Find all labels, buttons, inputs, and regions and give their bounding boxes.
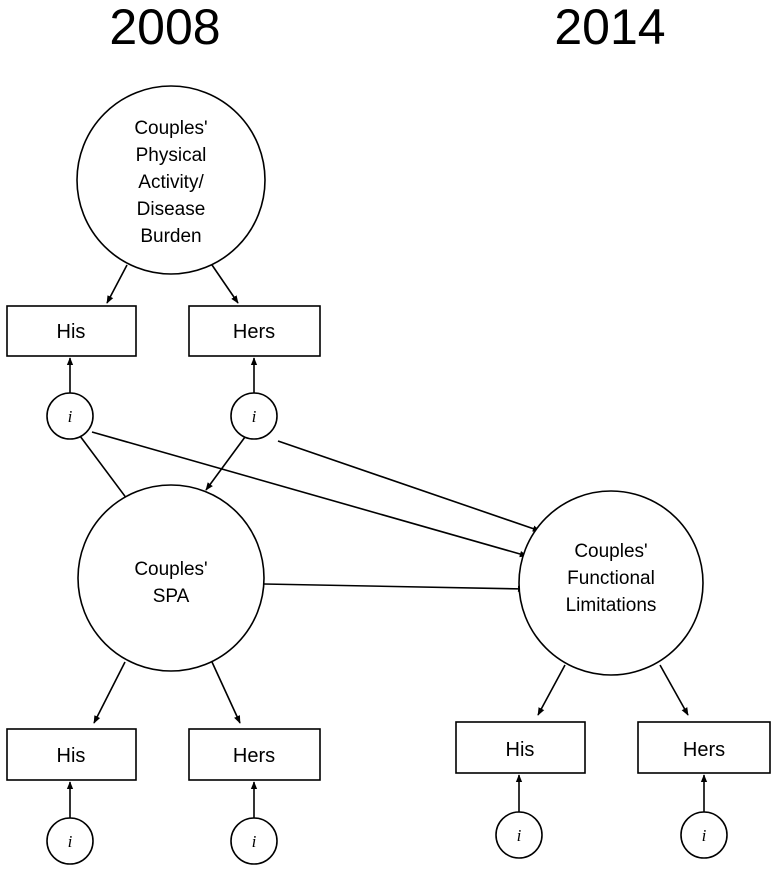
latent-label-line: Couples': [134, 559, 207, 580]
latent-label-line: Limitations: [566, 595, 657, 616]
latent-spa: Couples' SPA: [77, 484, 265, 672]
latent-label-line: Functional: [567, 568, 655, 589]
latent-functional-limitations: Couples' Functional Limitations: [518, 490, 704, 676]
indicator-label: Hers: [233, 745, 275, 767]
latent-label-line: Activity/: [138, 172, 204, 193]
latent-label-line: Burden: [140, 226, 201, 247]
indicator-spa-hers: Hers: [188, 728, 321, 781]
error-term-spa-his: i: [46, 817, 94, 865]
edge-spa-to-hers: [211, 661, 241, 724]
latent-label-line: Couples': [574, 541, 647, 562]
latent-label-line: Disease: [137, 199, 206, 220]
error-term-fl-hers: i: [680, 811, 728, 859]
indicator-label: Hers: [233, 321, 275, 343]
edge-spa-to-fl: [263, 583, 526, 593]
error-label: i: [252, 832, 257, 851]
edge-fl-to-his: [537, 664, 566, 716]
indicator-label: Hers: [683, 739, 725, 761]
indicator-fl-hers: Hers: [637, 721, 771, 774]
indicator-pa-his: His: [6, 305, 137, 357]
latent-label-line: Physical: [136, 145, 207, 166]
edge-fl-to-hers: [659, 664, 689, 716]
edge-err-hers-to-fl: [277, 440, 541, 532]
indicator-label: His: [57, 745, 86, 767]
error-term-spa-hers: i: [230, 817, 278, 865]
latent-physical-activity-disease-burden: Couples' Physical Activity/ Disease Burd…: [76, 85, 266, 275]
error-label: i: [252, 407, 257, 426]
error-term-pa-hers: i: [230, 392, 278, 440]
error-label: i: [68, 832, 73, 851]
indicator-fl-his: His: [455, 721, 586, 774]
edge-err-his-to-spa: [79, 435, 131, 504]
edge-err-his-to-fl: [91, 431, 528, 558]
edge-pa-to-hers: [211, 264, 239, 304]
error-term-fl-his: i: [495, 811, 543, 859]
indicator-label: His: [57, 321, 86, 343]
latent-label-line: SPA: [153, 586, 190, 607]
latent-label-line: Couples': [134, 118, 207, 139]
year-2008-heading: 2008: [109, 0, 220, 55]
edge-spa-to-his: [93, 661, 126, 724]
error-term-pa-his: i: [46, 392, 94, 440]
indicator-spa-his: His: [6, 728, 137, 781]
error-label: i: [517, 826, 522, 845]
year-2014-heading: 2014: [554, 0, 665, 55]
indicator-pa-hers: Hers: [188, 305, 321, 357]
edge-pa-to-his: [106, 264, 128, 304]
edges: [66, 264, 708, 818]
edge-err-hers-to-spa: [205, 436, 246, 491]
indicator-label: His: [506, 739, 535, 761]
error-label: i: [702, 826, 707, 845]
error-label: i: [68, 407, 73, 426]
